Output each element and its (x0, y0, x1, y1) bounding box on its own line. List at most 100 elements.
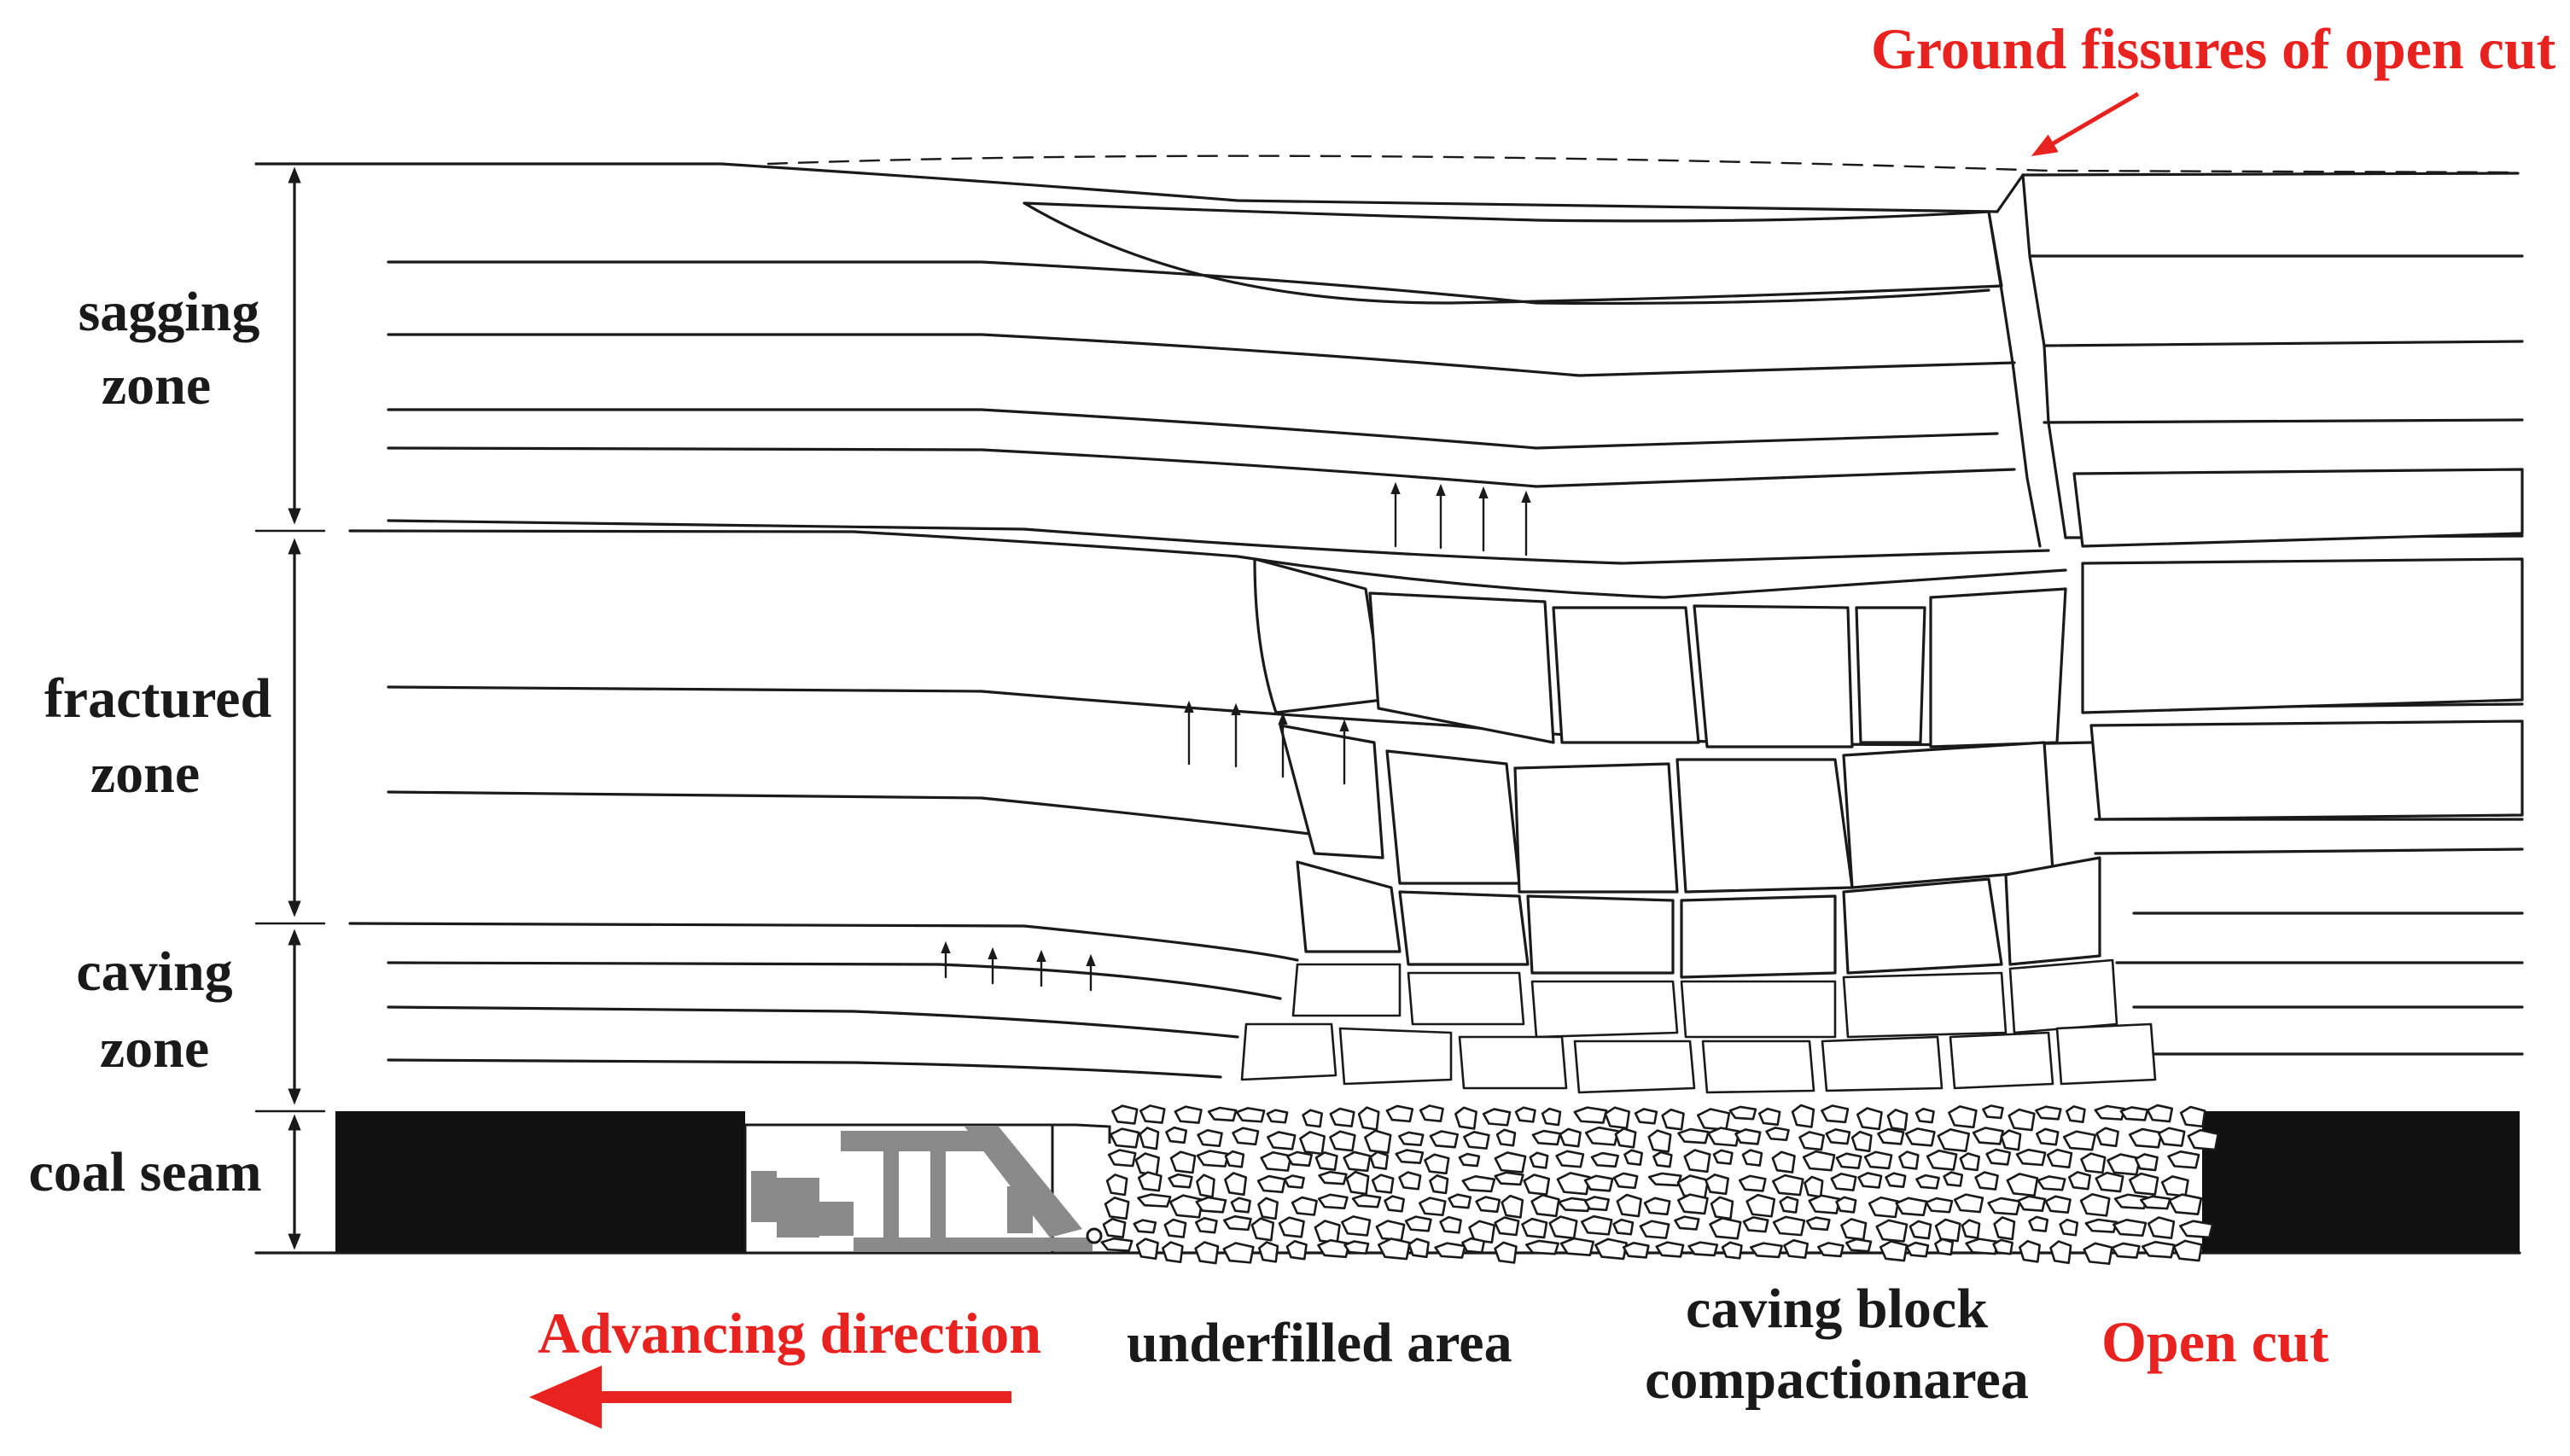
gob-rock (1614, 1127, 1637, 1149)
gob-rock (1647, 1129, 1672, 1153)
gob-rock (1623, 1149, 1643, 1166)
gob-rock (1580, 1214, 1613, 1236)
caving-block-label-2: compactionarea (1645, 1348, 2029, 1411)
gob-rock (2083, 1242, 2113, 1266)
gob-rock (1531, 1129, 1562, 1146)
gob-rock (2018, 1239, 2041, 1263)
gob-rock (1285, 1239, 1308, 1261)
gob-rock (1197, 1128, 1223, 1148)
gob-rock (1377, 1238, 1411, 1261)
gob-rock (1905, 1241, 1930, 1258)
gob-rock (1895, 1197, 1928, 1217)
gob-rock (1655, 1241, 1685, 1258)
gob-rock (1844, 1238, 1873, 1253)
gob-rock (1745, 1193, 1776, 1218)
gob-rock (2044, 1195, 2072, 1214)
gob-rock (1314, 1151, 1338, 1171)
gob-rock (1137, 1171, 1163, 1192)
gob-rock (1100, 1237, 1133, 1252)
advancing-direction-label: Advancing direction (538, 1301, 1041, 1366)
gob-rock (2028, 1215, 2049, 1232)
gob-rock (2080, 1152, 2107, 1174)
gob-rock (1429, 1174, 1449, 1195)
gob-rock (1369, 1150, 1390, 1170)
gob-rock (1104, 1197, 1130, 1220)
gob-rock (1825, 1128, 1851, 1145)
gob-rock (1302, 1109, 1323, 1128)
gob-rock (1742, 1216, 1769, 1233)
gob-rock (1523, 1174, 1551, 1196)
gob-rock (1385, 1104, 1414, 1123)
gob-rock (1835, 1152, 1862, 1169)
gob-rock (1959, 1152, 1981, 1172)
gob-rock (1934, 1218, 1961, 1243)
hydraulic-support-icon (743, 1123, 1111, 1255)
fractured-blocks (1253, 468, 2524, 979)
gob-rock (2049, 1240, 2072, 1265)
fractured-zone-label-2: zone (90, 743, 200, 805)
gob-rock (2066, 1105, 2086, 1123)
gob-rock (1102, 1217, 1127, 1238)
gob-rock (1583, 1196, 1610, 1212)
gob-rock (1299, 1131, 1326, 1156)
gob-rock (1937, 1127, 1971, 1152)
gob-rock (1674, 1215, 1700, 1231)
gob-rock (1224, 1150, 1245, 1168)
gob-rock (1604, 1106, 1630, 1130)
gob-rock (1612, 1172, 1639, 1190)
gob-rock (1850, 1130, 1873, 1153)
gob-rock (1364, 1129, 1392, 1154)
gob-rock (1676, 1193, 1709, 1215)
gob-rock (1137, 1193, 1172, 1208)
gob-rock (1207, 1106, 1238, 1122)
gob-rock (1107, 1149, 1137, 1168)
gob-rock (1898, 1150, 1920, 1170)
caving-zone-label-2: zone (100, 1017, 209, 1080)
gob-rock (1804, 1175, 1824, 1198)
gob-rock (1734, 1128, 1762, 1145)
gob-rock (2084, 1218, 2118, 1233)
gob-rock (1948, 1105, 1978, 1129)
gob-rock (1283, 1174, 1305, 1189)
gob-rock (1555, 1150, 1585, 1168)
gob-rock (2094, 1104, 2126, 1121)
gob-rock (1594, 1238, 1628, 1261)
gob-rock (1222, 1242, 1255, 1264)
gob-rock (2179, 1105, 2206, 1128)
gob-rock (2006, 1173, 2039, 1197)
gob-rock (1501, 1194, 1524, 1219)
gob-rock (1357, 1106, 1380, 1131)
gob-rock (1165, 1126, 1188, 1144)
gob-rock (2107, 1153, 2142, 1176)
gob-rock (1798, 1131, 1825, 1151)
gob-rock (2037, 1175, 2066, 1191)
gob-rock (1232, 1127, 1260, 1146)
gob-rock (2157, 1127, 2186, 1147)
gob-rock (1260, 1150, 1292, 1172)
gob-rock (1194, 1216, 1218, 1234)
gob-rock (1771, 1174, 1804, 1197)
gob-rock (1676, 1174, 1710, 1199)
gob-rock (1494, 1241, 1518, 1264)
gob-rock (2095, 1127, 2119, 1148)
gob-rock (1541, 1107, 1562, 1127)
gob-rock (1993, 1216, 2016, 1241)
gob-rock (1573, 1106, 1608, 1124)
gob-rock (1286, 1150, 1313, 1168)
ground-surface (254, 154, 2520, 213)
gob-rock (2035, 1127, 2060, 1146)
gob-rock (1384, 1195, 1405, 1213)
gob-rock (1530, 1194, 1560, 1218)
gob-rock (1877, 1127, 1905, 1145)
gob-rock (1808, 1194, 1841, 1214)
gob-rock (1196, 1174, 1215, 1198)
gob-rock (1992, 1238, 2013, 1255)
gob-rock (1314, 1220, 1341, 1244)
gob-rock (1291, 1196, 1318, 1216)
gob-rock (1875, 1219, 1909, 1243)
gob-rock (1458, 1152, 1481, 1168)
gob-rock (1835, 1196, 1857, 1214)
gob-rock (1439, 1215, 1462, 1234)
pointer-arrow-icon (2031, 91, 2140, 157)
gob-rock (2147, 1216, 2176, 1239)
